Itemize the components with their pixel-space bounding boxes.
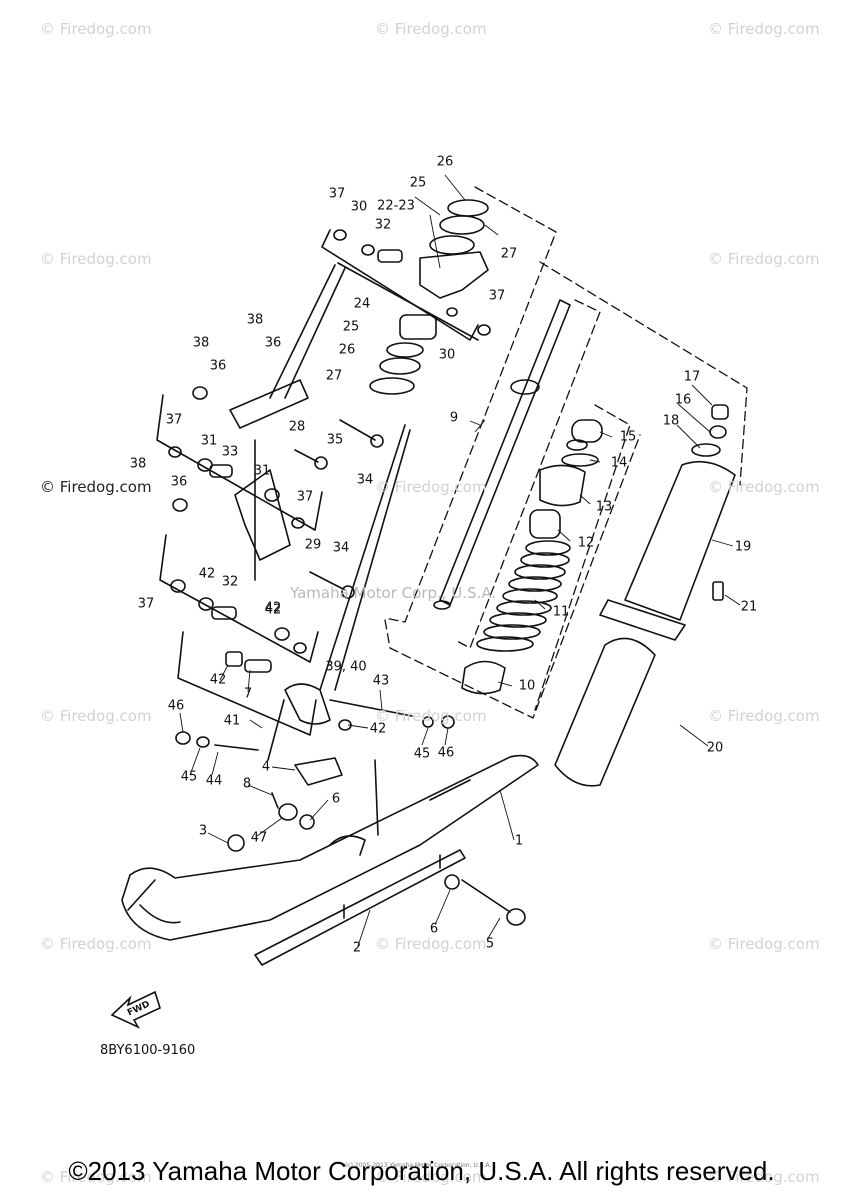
watermark: © Firedog.com	[40, 478, 152, 496]
callout: 4	[261, 759, 271, 775]
callout: 9	[449, 410, 459, 426]
callout: 14	[610, 455, 628, 471]
callout: 32	[221, 574, 239, 590]
watermark: © Firedog.com	[40, 20, 152, 38]
callout: 7	[243, 686, 253, 702]
callout: 19	[734, 539, 752, 555]
callout: 37	[488, 288, 506, 304]
callout: 24	[353, 296, 371, 312]
callout: 46	[167, 698, 185, 714]
callout: 36	[264, 335, 282, 351]
callout: 26	[436, 154, 454, 170]
watermark: © Firedog.com	[375, 20, 487, 38]
callout: 11	[552, 604, 570, 620]
callout: 42	[264, 602, 282, 618]
callout: 31	[253, 463, 271, 479]
callout: 44	[205, 773, 223, 789]
callout: 17	[683, 369, 701, 385]
watermark: © Firedog.com	[708, 478, 820, 496]
watermark: © Firedog.com	[375, 1168, 487, 1186]
callout: 34	[332, 540, 350, 556]
callout: 36	[170, 474, 188, 490]
callout: 37	[296, 489, 314, 505]
callout: 41	[223, 713, 241, 729]
callout: 21	[740, 599, 758, 615]
callout: 37	[137, 596, 155, 612]
watermark: © Firedog.com	[708, 935, 820, 953]
watermark: © Firedog.com	[375, 935, 487, 953]
callout: 12	[577, 535, 595, 551]
callout: 45	[180, 769, 198, 785]
callout: 29	[304, 537, 322, 553]
callout: 25	[342, 319, 360, 335]
callout: 42	[369, 721, 387, 737]
watermark: © Firedog.com	[708, 20, 820, 38]
callout: 46	[437, 745, 455, 761]
callout: 20	[706, 740, 724, 756]
callout: 38	[129, 456, 147, 472]
callout: 42	[209, 672, 227, 688]
small-copyright: (c) 2005-2013 Yamaha Motor Corporation, …	[345, 1162, 492, 1169]
callout: 27	[500, 246, 518, 262]
callout: 43	[372, 673, 390, 689]
callout: 30	[350, 199, 368, 215]
callout: 16	[674, 392, 692, 408]
callout: 33	[221, 444, 239, 460]
callout: 38	[246, 312, 264, 328]
copyright-footer: ©2013 Yamaha Motor Corporation, U.S.A. A…	[68, 1156, 775, 1186]
callout: 37	[328, 186, 346, 202]
watermark: © Firedog.com	[375, 478, 487, 496]
callout: 6	[331, 791, 341, 807]
fwd-arrow	[110, 990, 161, 1029]
callout: 25	[409, 175, 427, 191]
watermark: © Firedog.com	[40, 707, 152, 725]
callout: 27	[325, 368, 343, 384]
callout: 22-23	[377, 198, 415, 214]
callout: 6	[429, 921, 439, 937]
callout: 13	[595, 499, 613, 515]
callout: 32	[374, 217, 392, 233]
watermark: © Firedog.com	[375, 707, 487, 725]
fwd-label: FWD	[125, 999, 152, 1019]
callout: 10	[518, 678, 536, 694]
callout: 15	[619, 429, 637, 445]
callout: 39, 40	[325, 659, 367, 675]
callout: 37	[165, 412, 183, 428]
callout: 38	[192, 335, 210, 351]
callout: 31	[200, 433, 218, 449]
watermark: © Firedog.com	[40, 1168, 152, 1186]
callout: 47	[250, 830, 268, 846]
callout: 28	[288, 419, 306, 435]
diagram-code: 8BY6100-9160	[100, 1043, 196, 1058]
callout: 45	[413, 746, 431, 762]
callout: 42	[198, 566, 216, 582]
callout: 26	[338, 342, 356, 358]
watermark: © Firedog.com	[40, 935, 152, 953]
callout: 34	[356, 472, 374, 488]
faint-watermark: Yamaha Motor Corp., U.S.A.	[290, 584, 497, 602]
fwd-label-box: FWD	[110, 990, 158, 1030]
callout: 18	[662, 413, 680, 429]
callout: 36	[209, 358, 227, 374]
callout: 35	[326, 432, 344, 448]
callout: 1	[514, 833, 524, 849]
callout: 8	[242, 776, 252, 792]
callout: 5	[485, 936, 495, 952]
watermark: © Firedog.com	[708, 707, 820, 725]
watermark: © Firedog.com	[708, 1168, 820, 1186]
watermark: © Firedog.com	[708, 250, 820, 268]
callout: 2	[352, 940, 362, 956]
callout: 3	[198, 823, 208, 839]
callout: 30	[438, 347, 456, 363]
watermark: © Firedog.com	[40, 250, 152, 268]
callout: 42	[264, 600, 282, 616]
